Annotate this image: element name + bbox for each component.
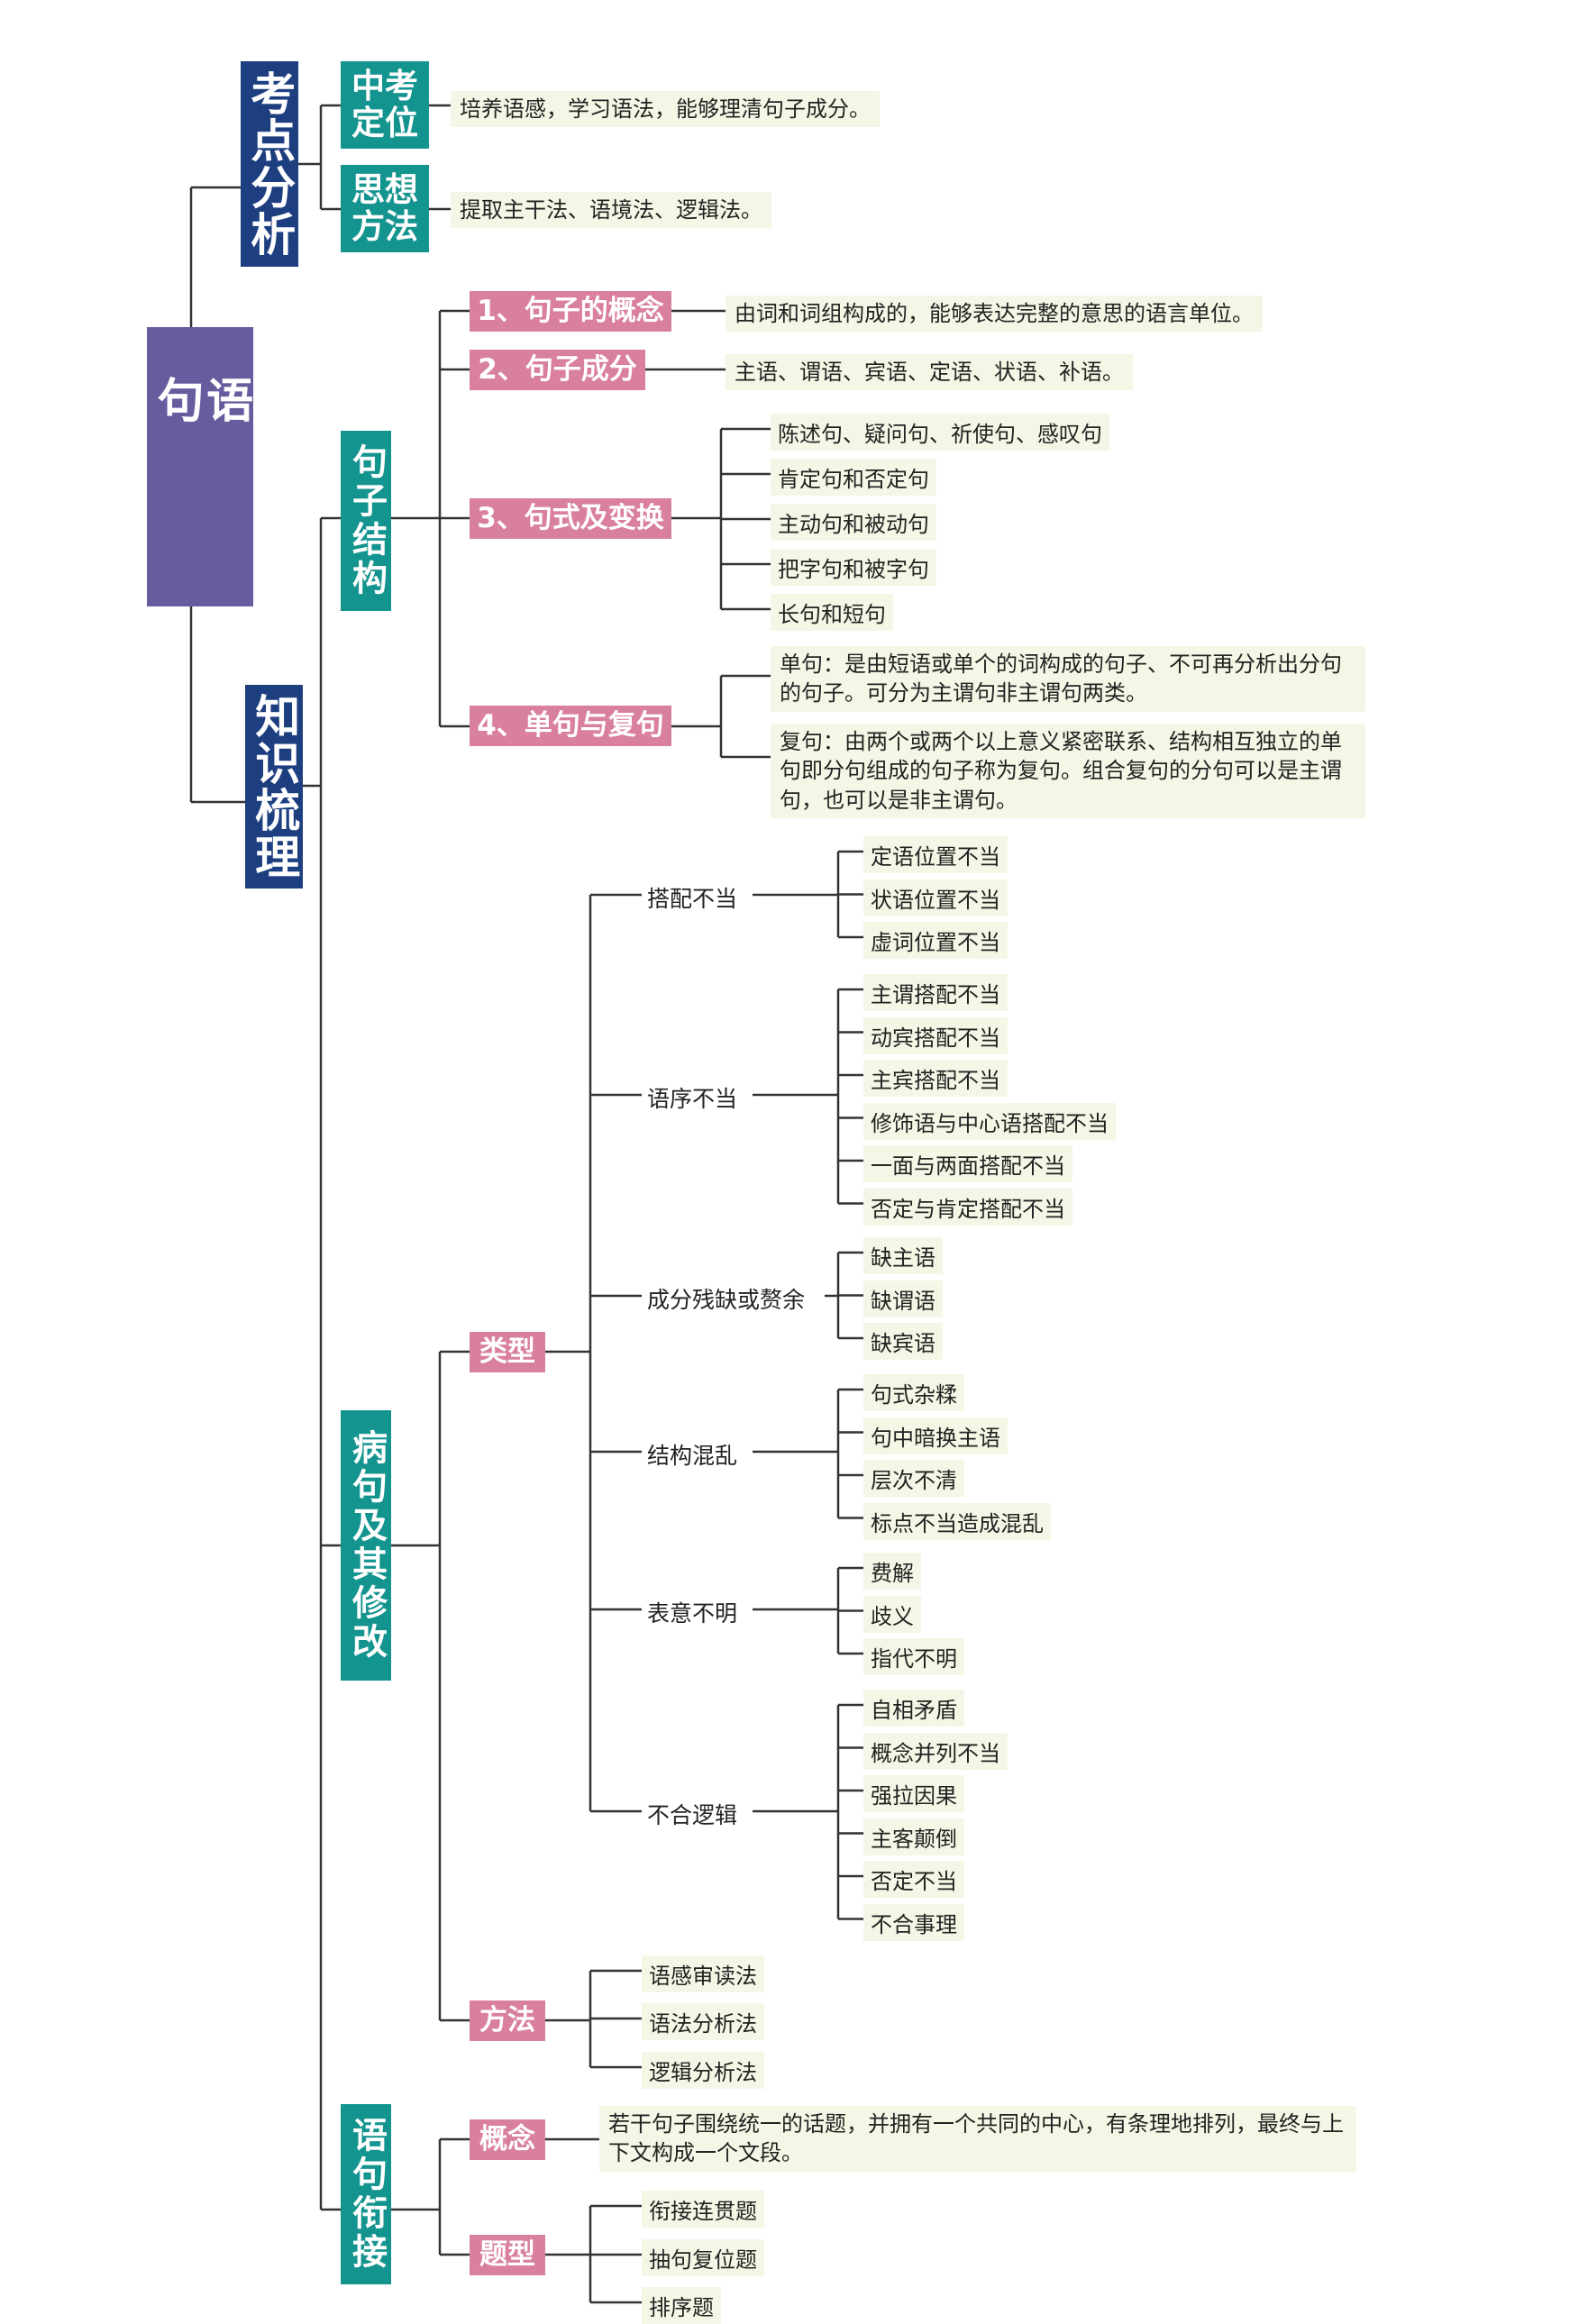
fault-subtype-item: 概念并列不当: [863, 1732, 1008, 1770]
method-item: 语法分析法: [642, 2003, 764, 2040]
exam-position-tag: 中考定位: [341, 61, 429, 149]
question-type-item: 排序题: [642, 2287, 721, 2324]
concept-text: 由词和词组构成的，能够表达完整的意思的语言单位。: [726, 296, 1263, 333]
method-item: 语感审读法: [642, 1955, 764, 1992]
fault-subtype-item: 一面与两面搭配不当: [863, 1145, 1072, 1182]
fault-type-label: 搭配不当: [642, 879, 744, 916]
fault-subtype-item: 指代不明: [863, 1638, 964, 1675]
pattern-item: 长句和短句: [771, 594, 893, 631]
simple-sentence-text: 单句：是由短语或单个的词构成的句子、不可再分析出分句的句子。可分为主谓句非主谓句…: [771, 646, 1365, 712]
question-type-item: 衔接连贯题: [642, 2191, 764, 2228]
faulty-node: 病句及其修改: [341, 1410, 391, 1681]
cohesion-concept-text: 若干句子围绕统一的话题，并拥有一个共同的中心，有条理地排列，最终与上下文构成一个…: [599, 2106, 1356, 2172]
fault-subtype-item: 定语位置不当: [863, 836, 1008, 873]
fault-subtype-item: 主客颠倒: [863, 1818, 964, 1855]
complex-sentence-text: 复句：由两个或两个以上意义紧密联系、结构相互独立的单句即分句组成的句子称为复句。…: [771, 724, 1365, 819]
fault-subtype-item: 费解: [863, 1553, 921, 1590]
fault-subtype-item: 层次不清: [863, 1460, 964, 1497]
fault-subtype-item: 歧义: [863, 1595, 921, 1633]
fault-type-label: 不合逻辑: [642, 1796, 744, 1832]
question-type-item: 抽句复位题: [642, 2239, 764, 2276]
method-item: 逻辑分析法: [642, 2052, 764, 2089]
fault-type-label: 语序不当: [642, 1080, 744, 1116]
knowledge-node: 知识梳理: [245, 685, 303, 889]
patterns-tag: 3、句式及变换: [470, 498, 671, 539]
fault-subtype-item: 动宾搭配不当: [863, 1016, 1008, 1054]
methods-tag: 方法: [470, 2000, 545, 2041]
fault-subtype-item: 句中暗换主语: [863, 1417, 1008, 1454]
fault-subtype-item: 缺主语: [863, 1237, 943, 1274]
fault-type-label: 表意不明: [642, 1594, 744, 1630]
fault-subtype-item: 标点不当造成混乱: [863, 1502, 1051, 1540]
fault-subtype-item: 自相矛盾: [863, 1690, 964, 1727]
simple-complex-tag: 4、单句与复句: [470, 706, 671, 746]
fault-subtype-item: 否定与肯定搭配不当: [863, 1188, 1072, 1226]
cohesion-node: 语句衔接: [341, 2104, 391, 2284]
components-tag: 2、句子成分: [470, 350, 645, 390]
components-text: 主语、谓语、宾语、定语、状语、补语。: [726, 354, 1133, 391]
fault-subtype-item: 主谓搭配不当: [863, 974, 1008, 1011]
fault-subtype-item: 否定不当: [863, 1861, 964, 1898]
exam-position-text: 培养语感，学习语法，能够理清句子成分。: [451, 91, 880, 128]
fault-type-label: 成分残缺或赘余: [642, 1280, 811, 1317]
fault-subtype-item: 不合事理: [863, 1903, 964, 1941]
fault-subtype-item: 缺谓语: [863, 1280, 943, 1317]
concept-tag: 1、句子的概念: [470, 291, 671, 332]
types-tag: 类型: [470, 1332, 545, 1372]
pattern-item: 主动句和被动句: [771, 504, 936, 541]
fault-subtype-item: 主宾搭配不当: [863, 1060, 1008, 1097]
thinking-method-tag: 思想方法: [341, 165, 429, 252]
root-node: 语 句: [147, 327, 253, 606]
fault-subtype-item: 虚词位置不当: [863, 922, 1008, 959]
fault-subtype-item: 强拉因果: [863, 1775, 964, 1812]
structure-node: 句子结构: [341, 431, 391, 611]
cohesion-concept-tag: 概念: [470, 2119, 545, 2160]
pattern-item: 肯定句和否定句: [771, 459, 936, 496]
fault-type-label: 结构混乱: [642, 1436, 744, 1472]
fault-subtype-item: 修饰语与中心语搭配不当: [863, 1102, 1116, 1140]
analysis-node: 考点分析: [241, 61, 298, 267]
pattern-item: 把字句和被字句: [771, 549, 936, 586]
fault-subtype-item: 状语位置不当: [863, 879, 1008, 916]
question-types-tag: 题型: [470, 2235, 545, 2275]
fault-subtype-item: 句式杂糅: [863, 1374, 964, 1411]
thinking-method-text: 提取主干法、语境法、逻辑法。: [451, 192, 771, 229]
fault-subtype-item: 缺宾语: [863, 1323, 943, 1360]
pattern-item: 陈述句、疑问句、祈使句、感叹句: [771, 414, 1109, 451]
